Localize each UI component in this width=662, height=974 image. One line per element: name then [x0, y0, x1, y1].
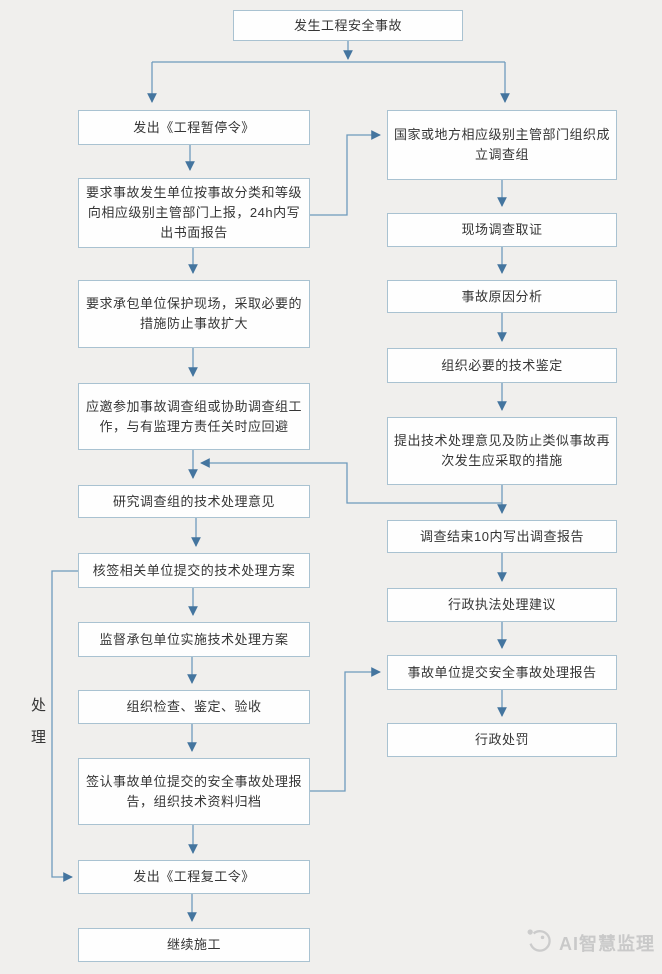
watermark-text: AI智慧监理 — [559, 933, 655, 954]
node-organize-inspection: 组织检查、鉴定、验收 — [78, 690, 310, 724]
node-propose-measures: 提出技术处理意见及防止类似事故再次发生应采取的措施 — [387, 417, 617, 485]
node-technical-appraisal: 组织必要的技术鉴定 — [387, 348, 617, 383]
node-report-within-24h: 要求事故发生单位按事故分类和等级向相应级别主管部门上报，24h内写出书面报告 — [78, 178, 310, 248]
node-issue-stop-order: 发出《工程暂停令》 — [78, 110, 310, 145]
node-site-evidence: 现场调查取证 — [387, 213, 617, 247]
node-investigation-report: 调查结束10内写出调查报告 — [387, 520, 617, 553]
node-start: 发生工程安全事故 — [233, 10, 463, 41]
node-continue-construction: 继续施工 — [78, 928, 310, 962]
node-administrative-penalty: 行政处罚 — [387, 723, 617, 757]
node-cause-analysis: 事故原因分析 — [387, 280, 617, 313]
node-sign-report-archive: 签认事故单位提交的安全事故处理报告，组织技术资料归档 — [78, 758, 310, 825]
node-join-investigation: 应邀参加事故调查组或协助调查组工作，与有监理方责任关时应回避 — [78, 383, 310, 450]
node-issue-resume-order: 发出《工程复工令》 — [78, 860, 310, 894]
node-enforcement-suggestion: 行政执法处理建议 — [387, 588, 617, 622]
node-supervise-implementation: 监督承包单位实施技术处理方案 — [78, 622, 310, 657]
node-unit-submit-report: 事故单位提交安全事故处理报告 — [387, 655, 617, 690]
process-phase-label: 处理 — [29, 697, 46, 761]
node-form-investigation-team: 国家或地方相应级别主管部门组织成立调查组 — [387, 110, 617, 180]
node-countersign-plan: 核签相关单位提交的技术处理方案 — [78, 553, 310, 588]
node-protect-site: 要求承包单位保护现场，采取必要的措施防止事故扩大 — [78, 280, 310, 348]
watermark-logo-icon — [524, 925, 554, 960]
watermark: AI智慧监理 — [524, 925, 655, 960]
node-study-opinions: 研究调查组的技术处理意见 — [78, 485, 310, 518]
